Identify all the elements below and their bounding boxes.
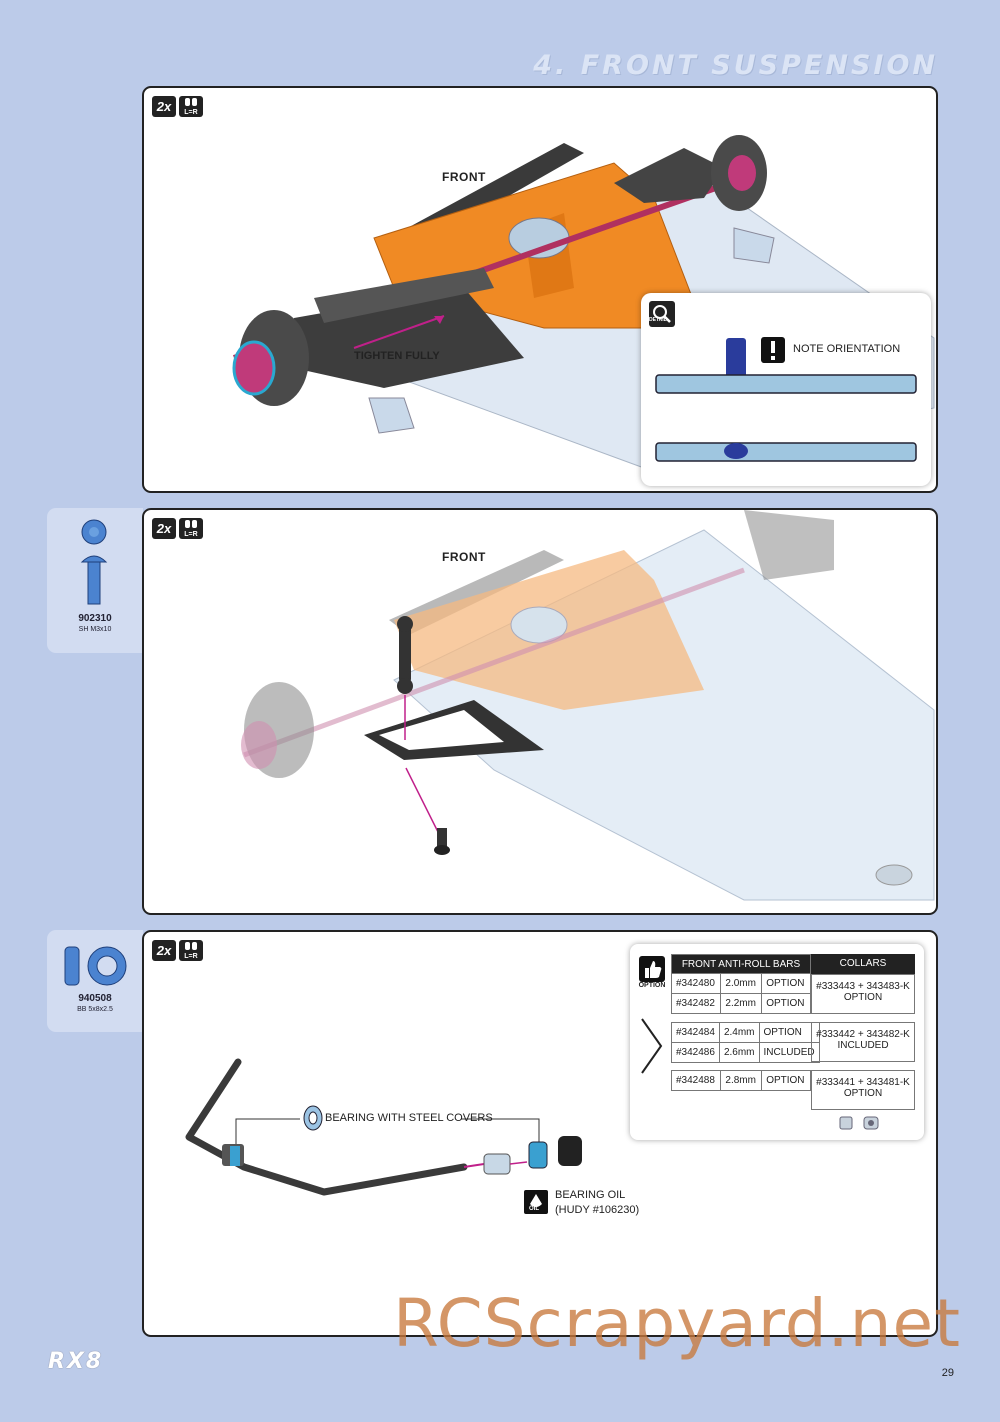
lr-label: L=R bbox=[184, 953, 198, 960]
ball-bearing-icon bbox=[64, 946, 127, 986]
magnifier-detail-icon bbox=[649, 301, 675, 327]
collar-option-2: #333442 + 343482-K INCLUDED bbox=[811, 1022, 915, 1062]
detail-badge-label: DETAIL bbox=[649, 317, 667, 323]
lr-label: L=R bbox=[184, 109, 198, 116]
bearing-oil-part-callout: (HUDY #106230) bbox=[555, 1204, 640, 1216]
warning-icon bbox=[761, 337, 785, 363]
parts-box-step2: 902310 SH M3x10 bbox=[47, 508, 143, 653]
quantity-badge: 2x bbox=[152, 96, 176, 117]
rx8-logo: RX8 bbox=[48, 1349, 104, 1374]
oil-icon-label: OIL bbox=[529, 1206, 539, 1212]
lr-label: L=R bbox=[184, 531, 198, 538]
step-panel-3: 2x L=R BEARING WITH STEEL COVERS OIL BEA… bbox=[142, 930, 938, 1337]
part-number: 940508 bbox=[78, 993, 112, 1004]
parts-box-step3: 940508 BB 5x8x2.5 bbox=[47, 930, 143, 1032]
front-label: FRONT bbox=[442, 550, 486, 564]
step-panel-2: 2x L=R FRONT bbox=[142, 508, 938, 915]
left-right-badge: L=R bbox=[179, 96, 203, 117]
step-badges: 2x L=R bbox=[152, 940, 203, 961]
detail-inset: DETAIL NOTE ORIENTATION bbox=[641, 293, 931, 486]
part-description: SH M3x10 bbox=[78, 626, 112, 633]
hands-icon bbox=[185, 520, 197, 528]
left-right-badge: L=R bbox=[179, 940, 203, 961]
anti-roll-bars-header: FRONT ANTI-ROLL BARS bbox=[671, 954, 811, 974]
part-number: 902310 bbox=[78, 613, 112, 624]
collar-parts-icon bbox=[839, 1116, 879, 1130]
collars-header: COLLARS bbox=[811, 954, 915, 974]
bracket-icon bbox=[641, 1018, 663, 1074]
hands-icon bbox=[185, 942, 197, 950]
part-description: BB 5x8x2.5 bbox=[77, 1006, 113, 1013]
anti-roll-bar-illustration bbox=[185, 1058, 582, 1214]
left-right-badge: L=R bbox=[179, 518, 203, 539]
quantity-badge: 2x bbox=[152, 518, 176, 539]
quantity-badge: 2x bbox=[152, 940, 176, 961]
cap-screw-icon bbox=[80, 519, 108, 605]
lower-arm-screw-illustration bbox=[241, 510, 935, 901]
page-number: 29 bbox=[941, 1367, 954, 1379]
step-panel-1: 2x L=R FRONT TIGHTEN FULLY bbox=[142, 86, 938, 493]
option-badge-label: OPTION bbox=[638, 982, 666, 989]
watermark: RCScrapyard.net bbox=[393, 1285, 961, 1362]
shaft-orientation-illustration bbox=[655, 338, 917, 462]
thumbs-up-icon bbox=[639, 956, 665, 982]
step-badges: 2x L=R bbox=[152, 518, 203, 539]
bearing-oil-callout: BEARING OIL bbox=[555, 1189, 626, 1201]
section-title: 4. FRONT SUSPENSION bbox=[533, 50, 938, 81]
bearing-steel-covers-callout: BEARING WITH STEEL COVERS bbox=[325, 1112, 493, 1124]
step-badges: 2x L=R bbox=[152, 96, 203, 117]
front-label: FRONT bbox=[442, 170, 486, 184]
hands-icon bbox=[185, 98, 197, 106]
collar-option-3: #333441 + 343481-K OPTION bbox=[811, 1070, 915, 1110]
collar-option-1: #333443 + 343483-K OPTION bbox=[811, 974, 915, 1014]
tighten-fully-callout: TIGHTEN FULLY bbox=[354, 350, 440, 362]
note-orientation-text: NOTE ORIENTATION bbox=[793, 343, 901, 355]
